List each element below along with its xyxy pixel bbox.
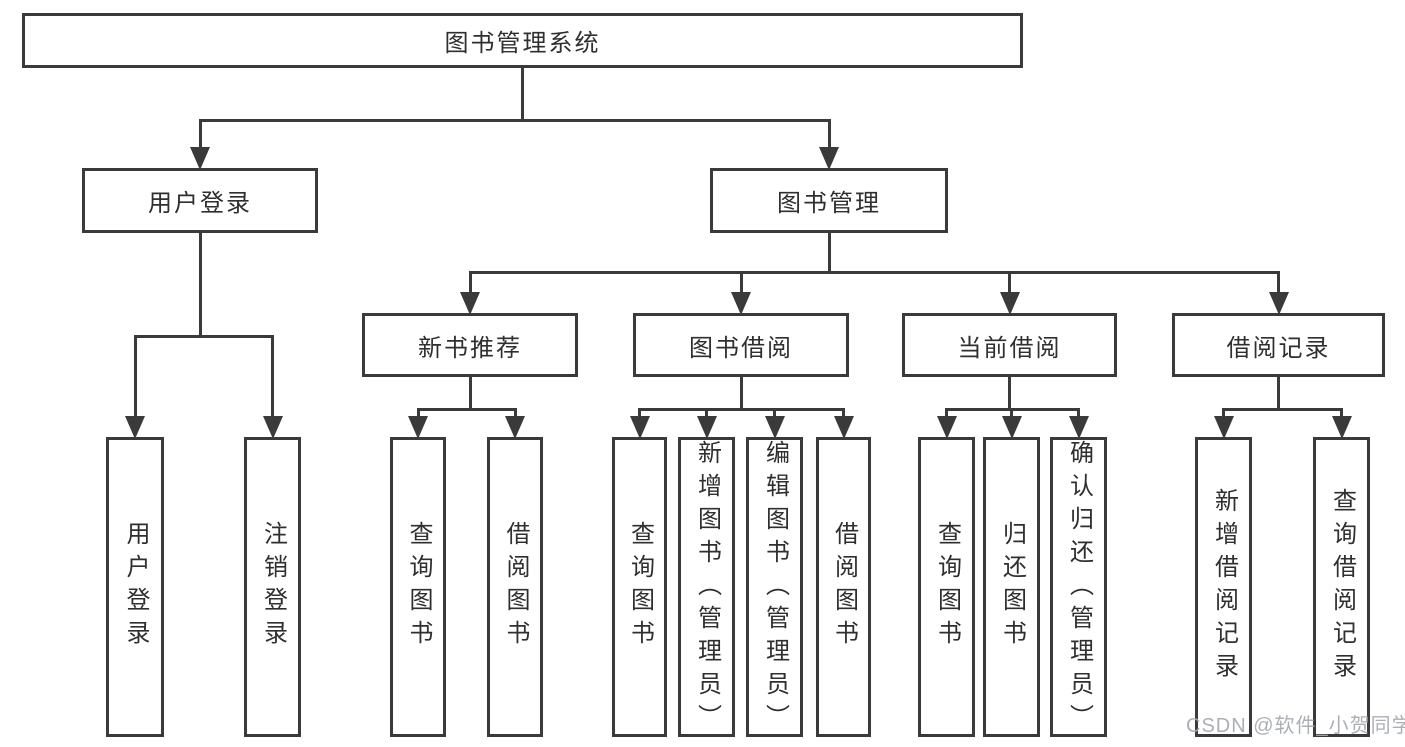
connector-stem-new-books: [468, 377, 472, 411]
node-v-query-books-3: 查询图书: [918, 437, 975, 737]
node-label-current-borrow: 当前借阅: [957, 334, 1062, 362]
connector-drop-v-logout: [271, 335, 274, 416]
node-user-login: 用户登录: [82, 168, 318, 233]
node-label-v-add-books-admin: 新增图书（管理员）: [693, 440, 721, 737]
node-book-borrow: 图书借阅: [633, 313, 849, 377]
node-label-user-login: 用户登录: [148, 190, 252, 217]
node-v-borrow-books-2: 借阅图书: [816, 437, 871, 737]
node-label-v-query-books-1: 查询图书: [405, 521, 432, 653]
node-v-query-borrow-record: 查询借阅记录: [1313, 437, 1370, 737]
node-label-v-user-login: 用户登录: [122, 521, 149, 653]
node-v-add-books-admin: 新增图书（管理员）: [678, 437, 735, 737]
connector-drop-v-user-login: [133, 335, 137, 416]
connector-drop-v-edit-books-admin: [773, 408, 776, 416]
connector-drop-v-query-books-2: [638, 408, 641, 416]
arrow-down-icon-current-borrow: [999, 292, 1020, 315]
node-label-v-borrow-books-2: 借阅图书: [830, 521, 858, 653]
node-v-edit-books-admin: 编辑图书（管理员）: [746, 437, 803, 737]
node-label-book-borrow: 图书借阅: [689, 334, 793, 362]
arrow-down-icon-v-query-books-3: [936, 416, 957, 439]
node-v-borrow-books-1: 借阅图书: [487, 437, 543, 737]
arrow-down-icon-user-login: [190, 147, 210, 170]
connector-drop-user-login: [198, 119, 202, 147]
connector-branch-book-mgmt: [468, 271, 1280, 274]
node-label-book-mgmt: 图书管理: [777, 190, 881, 217]
arrow-down-icon-v-return-books: [1001, 416, 1022, 439]
node-label-new-books: 新书推荐: [418, 334, 522, 362]
connector-drop-book-mgmt: [827, 119, 831, 147]
node-label-v-query-books-2: 查询图书: [626, 521, 654, 653]
node-label-borrow-records: 借阅记录: [1226, 334, 1331, 362]
csdn-watermark: CSDN @软件_小贺同学: [1186, 715, 1405, 737]
node-label-v-return-books: 归还图书: [998, 521, 1026, 653]
connector-stem-root: [521, 68, 524, 122]
connector-drop-v-add-books-admin: [705, 408, 708, 416]
arrow-down-icon-v-confirm-return-admin: [1068, 416, 1089, 439]
arrow-down-icon-v-query-books-1: [408, 416, 428, 439]
connector-drop-v-query-books-1: [416, 408, 420, 416]
node-v-add-borrow-record: 新增借阅记录: [1195, 437, 1252, 737]
node-v-user-login: 用户登录: [106, 437, 164, 737]
connector-branch-root: [198, 119, 831, 122]
connector-drop-v-add-borrow-record: [1222, 408, 1225, 416]
connector-branch-new-books: [416, 408, 517, 411]
node-label-v-add-borrow-record: 新增借阅记录: [1210, 488, 1238, 686]
node-v-query-books-2: 查询图书: [612, 437, 667, 737]
arrow-down-icon-v-add-books-admin: [696, 416, 717, 439]
node-label-root: 图书管理系统: [444, 30, 601, 57]
node-v-query-books-1: 查询图书: [390, 437, 446, 737]
connector-branch-book-borrow: [638, 408, 845, 411]
connector-drop-current-borrow: [1008, 271, 1011, 292]
node-root: 图书管理系统: [22, 13, 1023, 68]
node-new-books: 新书推荐: [362, 313, 578, 377]
arrow-down-icon-v-logout: [262, 416, 283, 439]
node-label-v-borrow-books-1: 借阅图书: [502, 521, 529, 653]
connector-drop-v-borrow-books-2: [842, 408, 845, 416]
node-v-confirm-return-admin: 确认归还（管理员）: [1050, 437, 1107, 737]
arrow-down-icon-book-mgmt: [819, 147, 839, 170]
arrow-down-icon-v-query-books-2: [629, 416, 650, 439]
connector-stem-borrow-records: [1277, 377, 1280, 411]
arrow-down-icon-book-borrow: [731, 292, 751, 315]
node-borrow-records: 借阅记录: [1172, 313, 1385, 377]
connector-drop-v-query-books-3: [945, 408, 948, 416]
arrow-down-icon-v-add-borrow-record: [1213, 416, 1234, 439]
arrow-down-icon-v-borrow-books-1: [505, 416, 525, 439]
node-v-logout: 注销登录: [244, 437, 301, 737]
connector-drop-borrow-records: [1277, 271, 1280, 292]
node-book-mgmt: 图书管理: [710, 168, 948, 233]
arrow-down-icon-borrow-records: [1268, 292, 1289, 315]
connector-drop-v-return-books: [1010, 408, 1013, 416]
connector-drop-new-books: [468, 271, 472, 292]
arrow-down-icon-new-books: [460, 292, 480, 315]
connector-branch-borrow-records: [1222, 408, 1343, 411]
arrow-down-icon-v-user-login: [125, 416, 145, 439]
connector-stem-book-borrow: [739, 377, 743, 411]
connector-drop-v-query-borrow-record: [1340, 408, 1343, 416]
node-label-v-query-borrow-record: 查询借阅记录: [1328, 488, 1356, 686]
connector-stem-user-login: [198, 233, 202, 338]
node-label-v-confirm-return-admin: 确认归还（管理员）: [1065, 440, 1093, 737]
connector-stem-current-borrow: [1008, 377, 1011, 411]
node-label-v-query-books-3: 查询图书: [933, 521, 961, 653]
node-current-borrow: 当前借阅: [902, 313, 1117, 377]
connector-drop-v-borrow-books-1: [513, 408, 517, 416]
connector-drop-book-borrow: [739, 271, 743, 292]
arrow-down-icon-v-borrow-books-2: [833, 416, 854, 439]
connector-branch-user-login: [133, 335, 274, 338]
connector-drop-v-confirm-return-admin: [1077, 408, 1080, 416]
connector-stem-book-mgmt: [827, 233, 831, 274]
node-v-return-books: 归还图书: [983, 437, 1040, 737]
node-label-v-edit-books-admin: 编辑图书（管理员）: [761, 440, 789, 737]
arrow-down-icon-v-query-borrow-record: [1331, 416, 1352, 439]
node-label-v-logout: 注销登录: [259, 521, 287, 653]
arrow-down-icon-v-edit-books-admin: [764, 416, 785, 439]
